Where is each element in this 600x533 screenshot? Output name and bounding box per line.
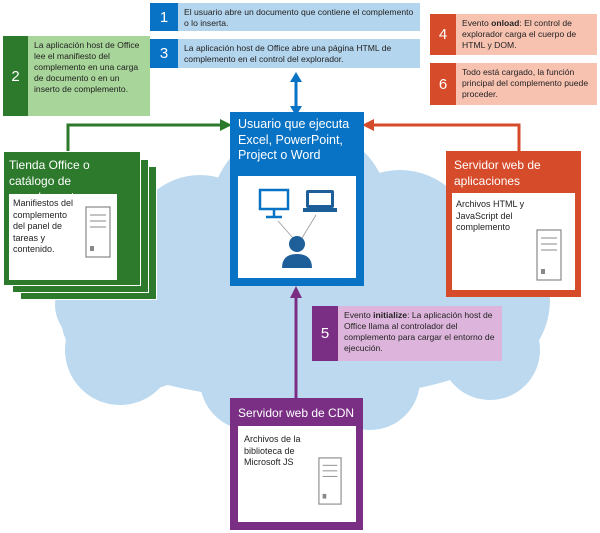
step-5-text: Evento initialize: La aplicación host de…: [338, 306, 502, 361]
step-1-text: El usuario abre un documento que contien…: [178, 3, 420, 31]
step-6-number: 6: [430, 63, 456, 105]
step-5: 5 Evento initialize: La aplicación host …: [312, 306, 502, 361]
arrow-user-steps: [290, 72, 302, 116]
arrow-cdn-user: [290, 286, 302, 398]
cdn-box: Servidor web de CDN Archivos de la bibli…: [230, 398, 363, 530]
step-4-bold: onload: [491, 18, 520, 28]
step-4-body: : El control de explorador carga el cuer…: [462, 18, 577, 50]
step-2-text: La aplicación host de Office lee el mani…: [28, 36, 150, 116]
step-2-number: 2: [3, 36, 28, 116]
step-3-text: La aplicación host de Office abre una pá…: [178, 39, 420, 68]
webserver-box-title: Servidor web de aplicaciones: [454, 158, 541, 188]
step-4: 4 Evento onload: El control de explorado…: [430, 14, 597, 55]
user-box-illustration: [238, 176, 356, 278]
arrow-webserver-user: [362, 119, 521, 152]
webserver-box-text: Archivos HTML y JavaScript del complemen…: [456, 199, 525, 232]
step-1: 1 El usuario abre un documento que conti…: [150, 3, 420, 31]
webserver-box-content: Archivos HTML y JavaScript del complemen…: [452, 193, 575, 290]
step-3: 3 La aplicación host de Office abre una …: [150, 39, 420, 68]
webserver-box: Servidor web de aplicaciones Archivos HT…: [446, 151, 581, 297]
laptop-icon: [303, 190, 337, 212]
user-box: Usuario que ejecuta Excel, PowerPoint, P…: [230, 112, 364, 286]
step-6-text: Todo está cargado, la función principal …: [456, 63, 597, 105]
webserver-server-icon: [536, 229, 562, 281]
step-5-body: : La aplicación host de Office llama al …: [344, 310, 495, 353]
cdn-server-icon: [318, 457, 342, 505]
arrow-store-user: [66, 119, 232, 152]
step-4-text: Evento onload: El control de explorador …: [456, 14, 597, 55]
user-person-icon: [282, 236, 312, 268]
step-5-number: 5: [312, 306, 338, 361]
step-5-prefix: Evento: [344, 310, 374, 320]
store-box-content: Manifiestos del complemento del panel de…: [9, 194, 117, 280]
store-box: Tienda Office o catálogo de complementos…: [3, 151, 141, 286]
step-1-number: 1: [150, 3, 178, 31]
cdn-box-text: Archivos de la biblioteca de Microsoft J…: [244, 434, 301, 467]
monitor-icon: [258, 188, 290, 219]
step-6: 6 Todo está cargado, la función principa…: [430, 63, 597, 105]
store-server-icon: [85, 206, 111, 258]
cdn-box-content: Archivos de la biblioteca de Microsoft J…: [238, 426, 356, 522]
step-4-number: 4: [430, 14, 456, 55]
step-5-bold: initialize: [373, 310, 408, 320]
user-box-title: Usuario que ejecuta Excel, PowerPoint, P…: [238, 117, 350, 162]
step-4-prefix: Evento: [462, 18, 492, 28]
store-box-text: Manifiestos del complemento del panel de…: [13, 198, 74, 254]
cdn-box-title: Servidor web de CDN: [238, 406, 355, 420]
step-2: 2 La aplicación host de Office lee el ma…: [3, 36, 150, 116]
step-3-number: 3: [150, 39, 178, 68]
